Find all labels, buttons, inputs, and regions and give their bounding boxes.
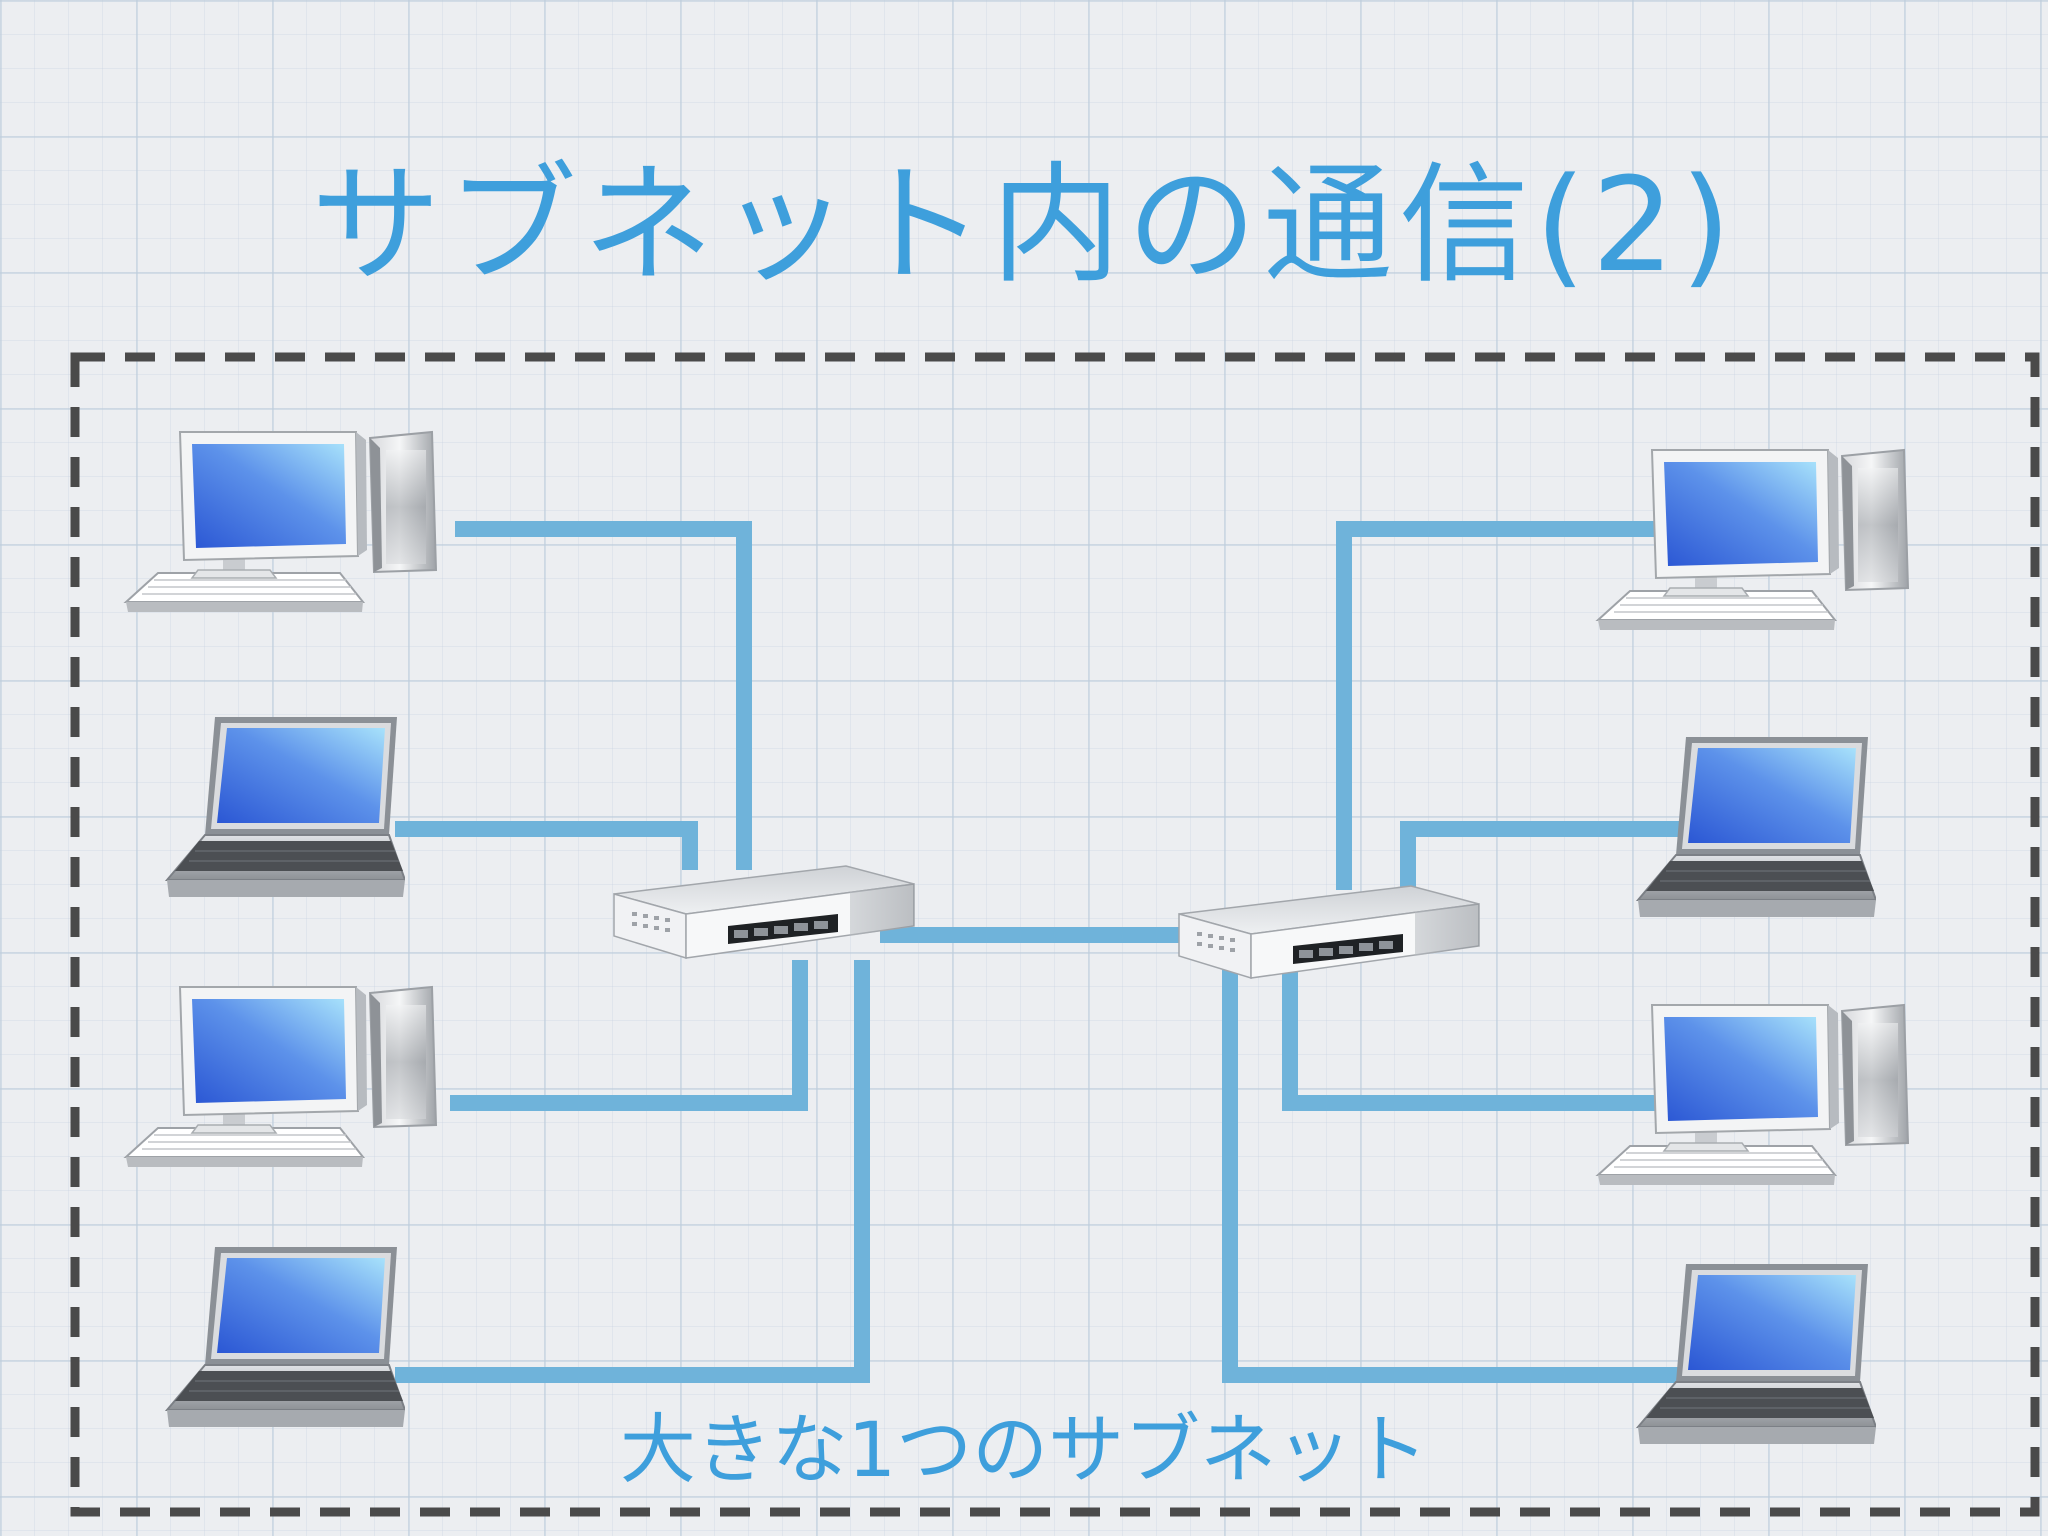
desktop-pc-left-1-icon: [125, 431, 437, 613]
cables-right: [1222, 521, 1700, 1383]
cables-left: [395, 521, 870, 1383]
slide-title: サブネット内の通信(2): [310, 149, 1738, 301]
cable-left-4: [395, 960, 870, 1383]
laptop-left-4-icon: [166, 1246, 405, 1428]
cable-left-1: [455, 521, 752, 870]
cable-left-3: [450, 960, 808, 1111]
subnet-label: 大きな1つのサブネット: [619, 1405, 1429, 1494]
laptop-left-2-icon: [166, 716, 405, 898]
cable-right-1: [1336, 521, 1668, 890]
cable-right-3: [1282, 970, 1668, 1111]
cable-right-4: [1222, 970, 1700, 1383]
switch-left-icon: [613, 865, 915, 959]
desktop-pc-left-3-icon: [125, 986, 437, 1168]
cable-right-2: [1400, 821, 1700, 890]
cable-left-2: [395, 821, 698, 870]
subnet-boundary: [70, 352, 2040, 1517]
switch-right-icon: [1178, 885, 1480, 979]
desktop-pc-right-1-icon: [1597, 449, 1909, 631]
